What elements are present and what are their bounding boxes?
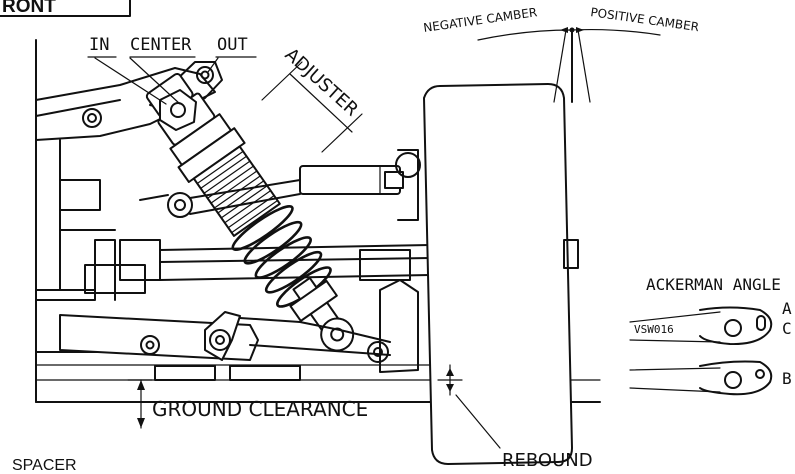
camber-link: [189, 165, 404, 215]
adjuster-dimension: [261, 61, 363, 153]
label-out: OUT: [217, 35, 248, 55]
callout-leaders: [87, 56, 257, 105]
label-center: CENTER: [130, 35, 192, 55]
ackerman-plate-a: [629, 306, 773, 346]
label-ackerman-angle: ACKERMAN ANGLE: [646, 275, 781, 294]
lower-frame: [35, 192, 431, 291]
camber-indicator: [477, 27, 661, 103]
label-ground-clearance: GROUND CLEARANCE: [152, 397, 368, 421]
front-label-box: RONT: [0, 0, 131, 17]
ground-clearance-dimension: [127, 379, 153, 429]
wheel: [423, 83, 579, 465]
label-part-code: VSW016: [634, 323, 674, 336]
lower-arm: [59, 311, 391, 381]
label-adjuster: ADJUSTER: [281, 44, 363, 120]
rebound-dimension: [437, 364, 501, 449]
front-label: RONT: [2, 0, 56, 17]
label-ackerman-c: C: [782, 319, 792, 338]
label-in: IN: [89, 35, 109, 55]
label-rebound: REBOUND: [502, 450, 593, 471]
label-ackerman-a: A: [782, 299, 792, 318]
ackerman-plate-b: [629, 360, 773, 396]
label-spacer: SPACER: [12, 457, 77, 474]
label-ackerman-b: B: [782, 369, 792, 388]
label-negative-camber: NEGATIVE CAMBER: [422, 5, 538, 35]
hub-carrier: [367, 149, 421, 373]
shock-top-ball: [159, 89, 197, 131]
shock-absorber: [145, 72, 355, 352]
